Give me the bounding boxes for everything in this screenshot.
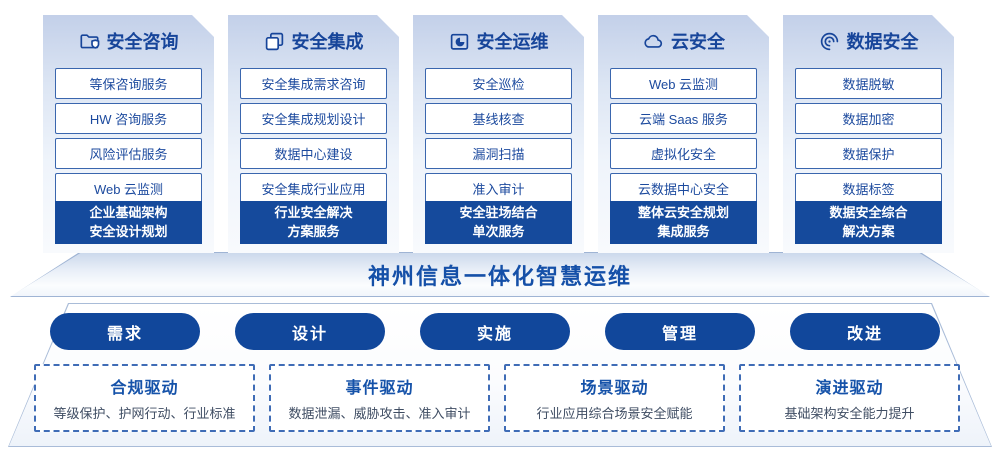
service-item: 安全巡检 — [425, 68, 572, 99]
service-item: 基线核查 — [425, 103, 572, 134]
fingerprint-icon — [819, 31, 840, 52]
process-pill-requirements: 需求 — [50, 313, 200, 350]
card-header: 安全运维 — [413, 29, 584, 53]
copy-docs-icon — [264, 31, 285, 52]
card-footer-line: 企业基础架构 — [89, 204, 168, 220]
service-item: 数据保护 — [795, 138, 942, 169]
card-header: 安全集成 — [228, 29, 399, 53]
card-security-operations: 安全运维 安全巡检 基线核查 漏洞扫描 准入审计 安全驻场结合 单次服务 — [413, 15, 584, 253]
card-title: 数据安全 — [846, 32, 919, 52]
card-footer-line: 行业安全解决 — [274, 204, 353, 220]
card-security-consulting: 安全咨询 等保咨询服务 HW 咨询服务 风险评估服务 Web 云监测 企业基础架… — [43, 15, 214, 253]
service-item: 安全集成行业应用 — [240, 173, 387, 204]
card-title: 安全咨询 — [106, 32, 179, 52]
service-item: 数据中心建设 — [240, 138, 387, 169]
card-footer: 安全驻场结合 单次服务 — [425, 201, 572, 244]
service-item: 准入审计 — [425, 173, 572, 204]
service-item: 数据标签 — [795, 173, 942, 204]
driver-desc: 行业应用综合场景安全赋能 — [536, 406, 693, 421]
card-footer-line: 集成服务 — [657, 223, 710, 239]
process-pill-implementation: 实施 — [420, 313, 570, 350]
driver-title: 事件驱动 — [345, 380, 414, 397]
card-title: 云安全 — [671, 32, 725, 52]
platform-banner: 神州信息一体化智慧运维 — [10, 252, 990, 297]
folder-shield-icon — [79, 31, 100, 52]
service-item: 等保咨询服务 — [55, 68, 202, 99]
process-steps-row: 需求 设计 实施 管理 改进 — [50, 313, 940, 350]
driver-title: 合规驱动 — [110, 380, 179, 397]
service-item: Web 云监测 — [610, 68, 757, 99]
service-item: 安全集成规划设计 — [240, 103, 387, 134]
platform-banner-title: 神州信息一体化智慧运维 — [367, 263, 632, 289]
card-footer: 整体云安全规划 集成服务 — [610, 201, 757, 244]
card-footer-line: 数据安全综合 — [829, 204, 908, 220]
cloud-icon — [642, 31, 664, 52]
card-footer: 企业基础架构 安全设计规划 — [55, 201, 202, 244]
card-footer-line: 解决方案 — [842, 223, 895, 239]
card-header: 云安全 — [598, 29, 769, 53]
card-security-integration: 安全集成 安全集成需求咨询 安全集成规划设计 数据中心建设 安全集成行业应用 行… — [228, 15, 399, 253]
card-data-security: 数据安全 数据脱敏 数据加密 数据保护 数据标签 数据安全综合 解决方案 — [783, 15, 954, 253]
card-footer-line: 方案服务 — [287, 223, 340, 239]
card-items: 数据脱敏 数据加密 数据保护 数据标签 — [795, 68, 942, 204]
service-item: 风险评估服务 — [55, 138, 202, 169]
driver-desc: 等级保护、护网行动、行业标准 — [53, 406, 236, 421]
platform-banner-fill — [11, 253, 989, 296]
service-item: 安全集成需求咨询 — [240, 68, 387, 99]
card-footer-line: 安全设计规划 — [89, 223, 168, 239]
folder-chart-icon — [449, 31, 470, 52]
card-footer-line: 整体云安全规划 — [637, 204, 729, 220]
driver-desc: 数据泄漏、威胁攻击、准入审计 — [288, 406, 471, 421]
drivers-row: 合规驱动 等级保护、护网行动、行业标准 事件驱动 数据泄漏、威胁攻击、准入审计 … — [34, 364, 960, 432]
card-footer: 数据安全综合 解决方案 — [795, 201, 942, 244]
driver-title: 场景驱动 — [580, 380, 649, 397]
card-items: 安全巡检 基线核查 漏洞扫描 准入审计 — [425, 68, 572, 204]
card-title: 安全运维 — [476, 32, 549, 52]
driver-box-compliance: 合规驱动 等级保护、护网行动、行业标准 — [34, 364, 255, 432]
process-pill-design: 设计 — [235, 313, 385, 350]
card-items: 安全集成需求咨询 安全集成规划设计 数据中心建设 安全集成行业应用 — [240, 68, 387, 204]
driver-title: 演进驱动 — [815, 380, 884, 397]
card-header: 数据安全 — [783, 29, 954, 53]
driver-box-incident: 事件驱动 数据泄漏、威胁攻击、准入审计 — [269, 364, 490, 432]
card-title: 安全集成 — [291, 32, 364, 52]
card-footer-line: 单次服务 — [472, 223, 525, 239]
service-item: 云端 Saas 服务 — [610, 103, 757, 134]
card-cloud-security: 云安全 Web 云监测 云端 Saas 服务 虚拟化安全 云数据中心安全 整体云… — [598, 15, 769, 253]
process-pill-management: 管理 — [605, 313, 755, 350]
service-item: Web 云监测 — [55, 173, 202, 204]
driver-box-scenario: 场景驱动 行业应用综合场景安全赋能 — [504, 364, 725, 432]
driver-desc: 基础架构安全能力提升 — [784, 406, 915, 421]
service-item: 数据脱敏 — [795, 68, 942, 99]
service-item: HW 咨询服务 — [55, 103, 202, 134]
card-footer: 行业安全解决 方案服务 — [240, 201, 387, 244]
card-header: 安全咨询 — [43, 29, 214, 53]
service-item: 数据加密 — [795, 103, 942, 134]
card-items: 等保咨询服务 HW 咨询服务 风险评估服务 Web 云监测 — [55, 68, 202, 204]
service-item: 漏洞扫描 — [425, 138, 572, 169]
service-item: 虚拟化安全 — [610, 138, 757, 169]
process-pill-improvement: 改进 — [790, 313, 940, 350]
service-item: 云数据中心安全 — [610, 173, 757, 204]
driver-box-evolution: 演进驱动 基础架构安全能力提升 — [739, 364, 960, 432]
card-items: Web 云监测 云端 Saas 服务 虚拟化安全 云数据中心安全 — [610, 68, 757, 204]
card-footer-line: 安全驻场结合 — [459, 204, 538, 220]
